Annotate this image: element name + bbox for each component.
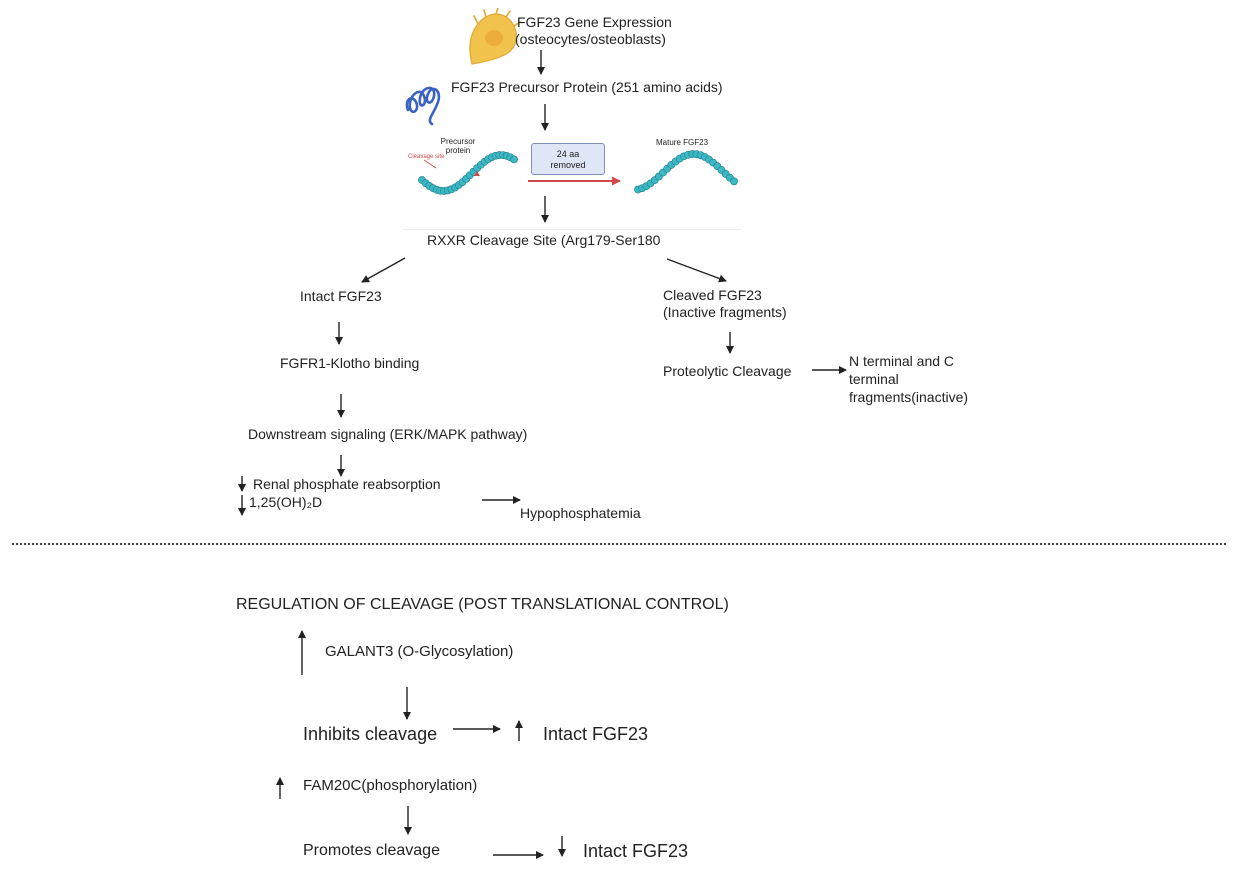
cleaved-fgf23-line2: (Inactive fragments) [663,304,787,320]
intact-fgf23-down-label: Intact FGF23 [583,841,689,861]
proteolytic-cleavage-label: Proteolytic Cleavage [663,363,792,379]
precursor-protein-icon [418,151,518,195]
protein-bead [730,177,738,186]
intact-fgf23-label: Intact FGF23 [300,288,382,304]
gene-expression-cells: (osteocytes/osteoblasts) [515,31,666,47]
vitamin-d-label: 1,25(OH)₂D [249,494,323,510]
removed-line2: removed [550,160,586,170]
cleavage-site-marker [474,171,480,176]
panel-precursor-line2: protein [445,146,471,155]
inhibits-cleavage-label: Inhibits cleavage [303,724,438,744]
cell-icon [469,8,521,65]
cleavage-site-label: RXXR Cleavage Site (Arg179-Ser180 [427,232,661,248]
cleavage-site-pointer [423,159,437,169]
gene-expression-title: FGF23 Gene Expression [517,14,672,30]
removed-line1: 24 aa [556,149,580,159]
panel-cleavage-site-label: Cleavage site [408,154,445,160]
cleaved-fgf23-line1: Cleaved FGF23 [663,287,762,303]
section-divider [12,543,1226,545]
precursor-protein-label: FGF23 Precursor Protein (251 amino acids… [451,79,723,95]
site-underline [402,229,742,230]
fgfr1-klotho-label: FGFR1-Klotho binding [280,355,420,371]
panel-precursor-line1: Precursor [440,137,476,146]
arrow-to-cleaved [666,258,727,283]
fragments-line3: fragments(inactive) [849,389,969,405]
arrow-to-intact [361,257,406,283]
mature-protein-icon [634,150,738,194]
panel-precursor-label: Precursor protein [438,137,478,155]
fragments-line1: N terminal and C [849,353,955,369]
downstream-signaling-label: Downstream signaling (ERK/MAPK pathway) [248,426,528,442]
protein-bead [510,155,518,164]
protein-coil-icon [405,86,441,126]
hypophosphatemia-label: Hypophosphatemia [520,505,641,521]
galant3-label: GALANT3 (O-Glycosylation) [325,643,514,660]
regulation-heading: REGULATION OF CLEAVAGE (POST TRANSLATION… [236,596,729,613]
fam20c-label: FAM20C(phosphorylation) [303,777,478,794]
promotes-cleavage-label: Promotes cleavage [303,842,440,859]
removed-box: 24 aa removed [531,143,605,175]
fragments-line2: terminal [849,371,899,387]
intact-fgf23-up-label: Intact FGF23 [543,724,649,744]
panel-mature-label: Mature FGF23 [656,138,709,147]
renal-reabsorption-label: Renal phosphate reabsorption [253,476,441,492]
